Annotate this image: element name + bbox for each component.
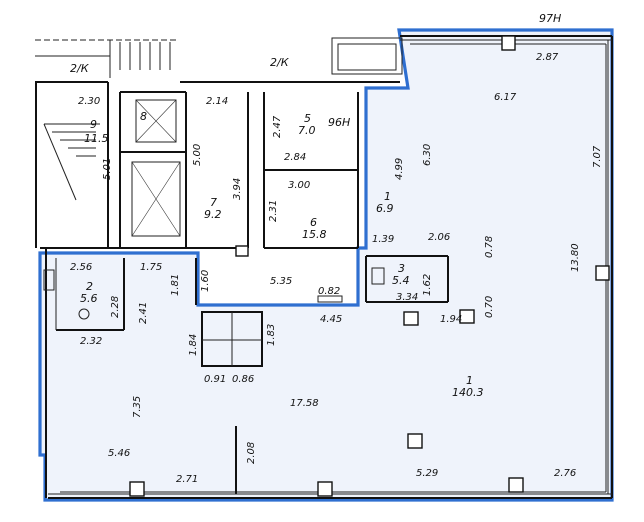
dim-5-29: 5.29 xyxy=(416,468,438,479)
room-5-number: 5 xyxy=(304,112,311,125)
dim-0-82: 0.82 xyxy=(318,286,340,297)
room-1-area: 140.3 xyxy=(452,386,484,399)
dim-2-31: 2.31 xyxy=(268,200,279,222)
dim-7-07: 7.07 xyxy=(592,145,603,168)
dim-1-81: 1.81 xyxy=(170,274,181,296)
room-9-number: 9 xyxy=(90,118,97,131)
room-6-area: 15.8 xyxy=(302,228,327,241)
room-1b-number: 1 xyxy=(384,190,391,203)
dim-4-45: 4.45 xyxy=(320,314,342,325)
room-3-area: 5.4 xyxy=(392,274,410,287)
dim-13-80: 13.80 xyxy=(570,243,581,272)
dim-2-56: 2.56 xyxy=(70,262,92,273)
room-3-number: 3 xyxy=(398,262,405,275)
dim-5-46: 5.46 xyxy=(108,448,130,459)
dim-2-06: 2.06 xyxy=(428,232,450,243)
axis-label-2k-mid: 2/К xyxy=(270,56,290,69)
room-2-number: 2 xyxy=(86,280,93,293)
room-5-area: 7.0 xyxy=(298,124,316,137)
dim-2-32: 2.32 xyxy=(80,336,102,347)
dim-3-34: 3.34 xyxy=(396,292,418,303)
dim-4-99: 4.99 xyxy=(394,158,405,180)
dim-5-01: 5.01 xyxy=(102,158,113,180)
axis-label-97h: 97Н xyxy=(539,12,561,25)
dim-1-83: 1.83 xyxy=(266,324,277,346)
dim-2-47: 2.47 xyxy=(272,115,283,138)
axis-label-2k-left: 2/К xyxy=(70,62,90,75)
top-left-balcony xyxy=(35,39,178,78)
dim-2-28: 2.28 xyxy=(110,296,121,318)
room-7-area: 9.2 xyxy=(204,208,222,221)
dim-1-75: 1.75 xyxy=(140,262,162,273)
dim-2-41: 2.41 xyxy=(138,302,149,324)
interior-walls xyxy=(40,82,449,494)
dim-2-30: 2.30 xyxy=(78,96,100,107)
dim-1-39: 1.39 xyxy=(372,234,394,245)
dim-6-17: 6.17 xyxy=(494,92,517,103)
dim-1-94: 1.94 xyxy=(440,314,462,325)
dim-0-70: 0.70 xyxy=(484,296,495,318)
dim-7-35: 7.35 xyxy=(132,396,143,418)
axis-label-96h: 96Н xyxy=(328,116,350,129)
dim-2-71: 2.71 xyxy=(176,474,198,485)
room-1b-area: 6.9 xyxy=(376,202,394,215)
dim-5-00: 5.00 xyxy=(192,144,203,166)
dim-0-78: 0.78 xyxy=(484,236,495,258)
highlighted-zone xyxy=(38,28,614,502)
dim-5-35: 5.35 xyxy=(270,276,292,287)
dim-2-76: 2.76 xyxy=(554,468,576,479)
dim-2-84: 2.84 xyxy=(284,152,306,163)
room-2-area: 5.6 xyxy=(80,292,98,305)
dim-6-30: 6.30 xyxy=(422,144,433,166)
room-9-area: 11.5 xyxy=(84,132,109,145)
dim-0-91: 0.91 xyxy=(204,374,226,385)
dim-2-87: 2.87 xyxy=(536,52,559,63)
top-right-balcony xyxy=(331,37,403,75)
dim-0-86: 0.86 xyxy=(232,374,254,385)
room-8-number: 8 xyxy=(140,110,147,123)
dim-2-14: 2.14 xyxy=(206,96,228,107)
fixtures xyxy=(43,267,385,320)
dim-1-62: 1.62 xyxy=(422,274,433,296)
dim-3-00: 3.00 xyxy=(288,180,310,191)
room-7-number: 7 xyxy=(210,196,217,209)
dim-2-08: 2.08 xyxy=(246,442,257,464)
dim-3-94: 3.94 xyxy=(232,178,243,200)
room-6-number: 6 xyxy=(310,216,317,229)
room-1-number: 1 xyxy=(466,374,473,387)
dim-17-58: 17.58 xyxy=(290,398,319,409)
staircase xyxy=(43,123,100,201)
columns xyxy=(129,35,610,497)
elevator-shafts xyxy=(131,99,181,237)
dim-1-60: 1.60 xyxy=(200,270,211,292)
dim-1-84: 1.84 xyxy=(188,334,199,356)
